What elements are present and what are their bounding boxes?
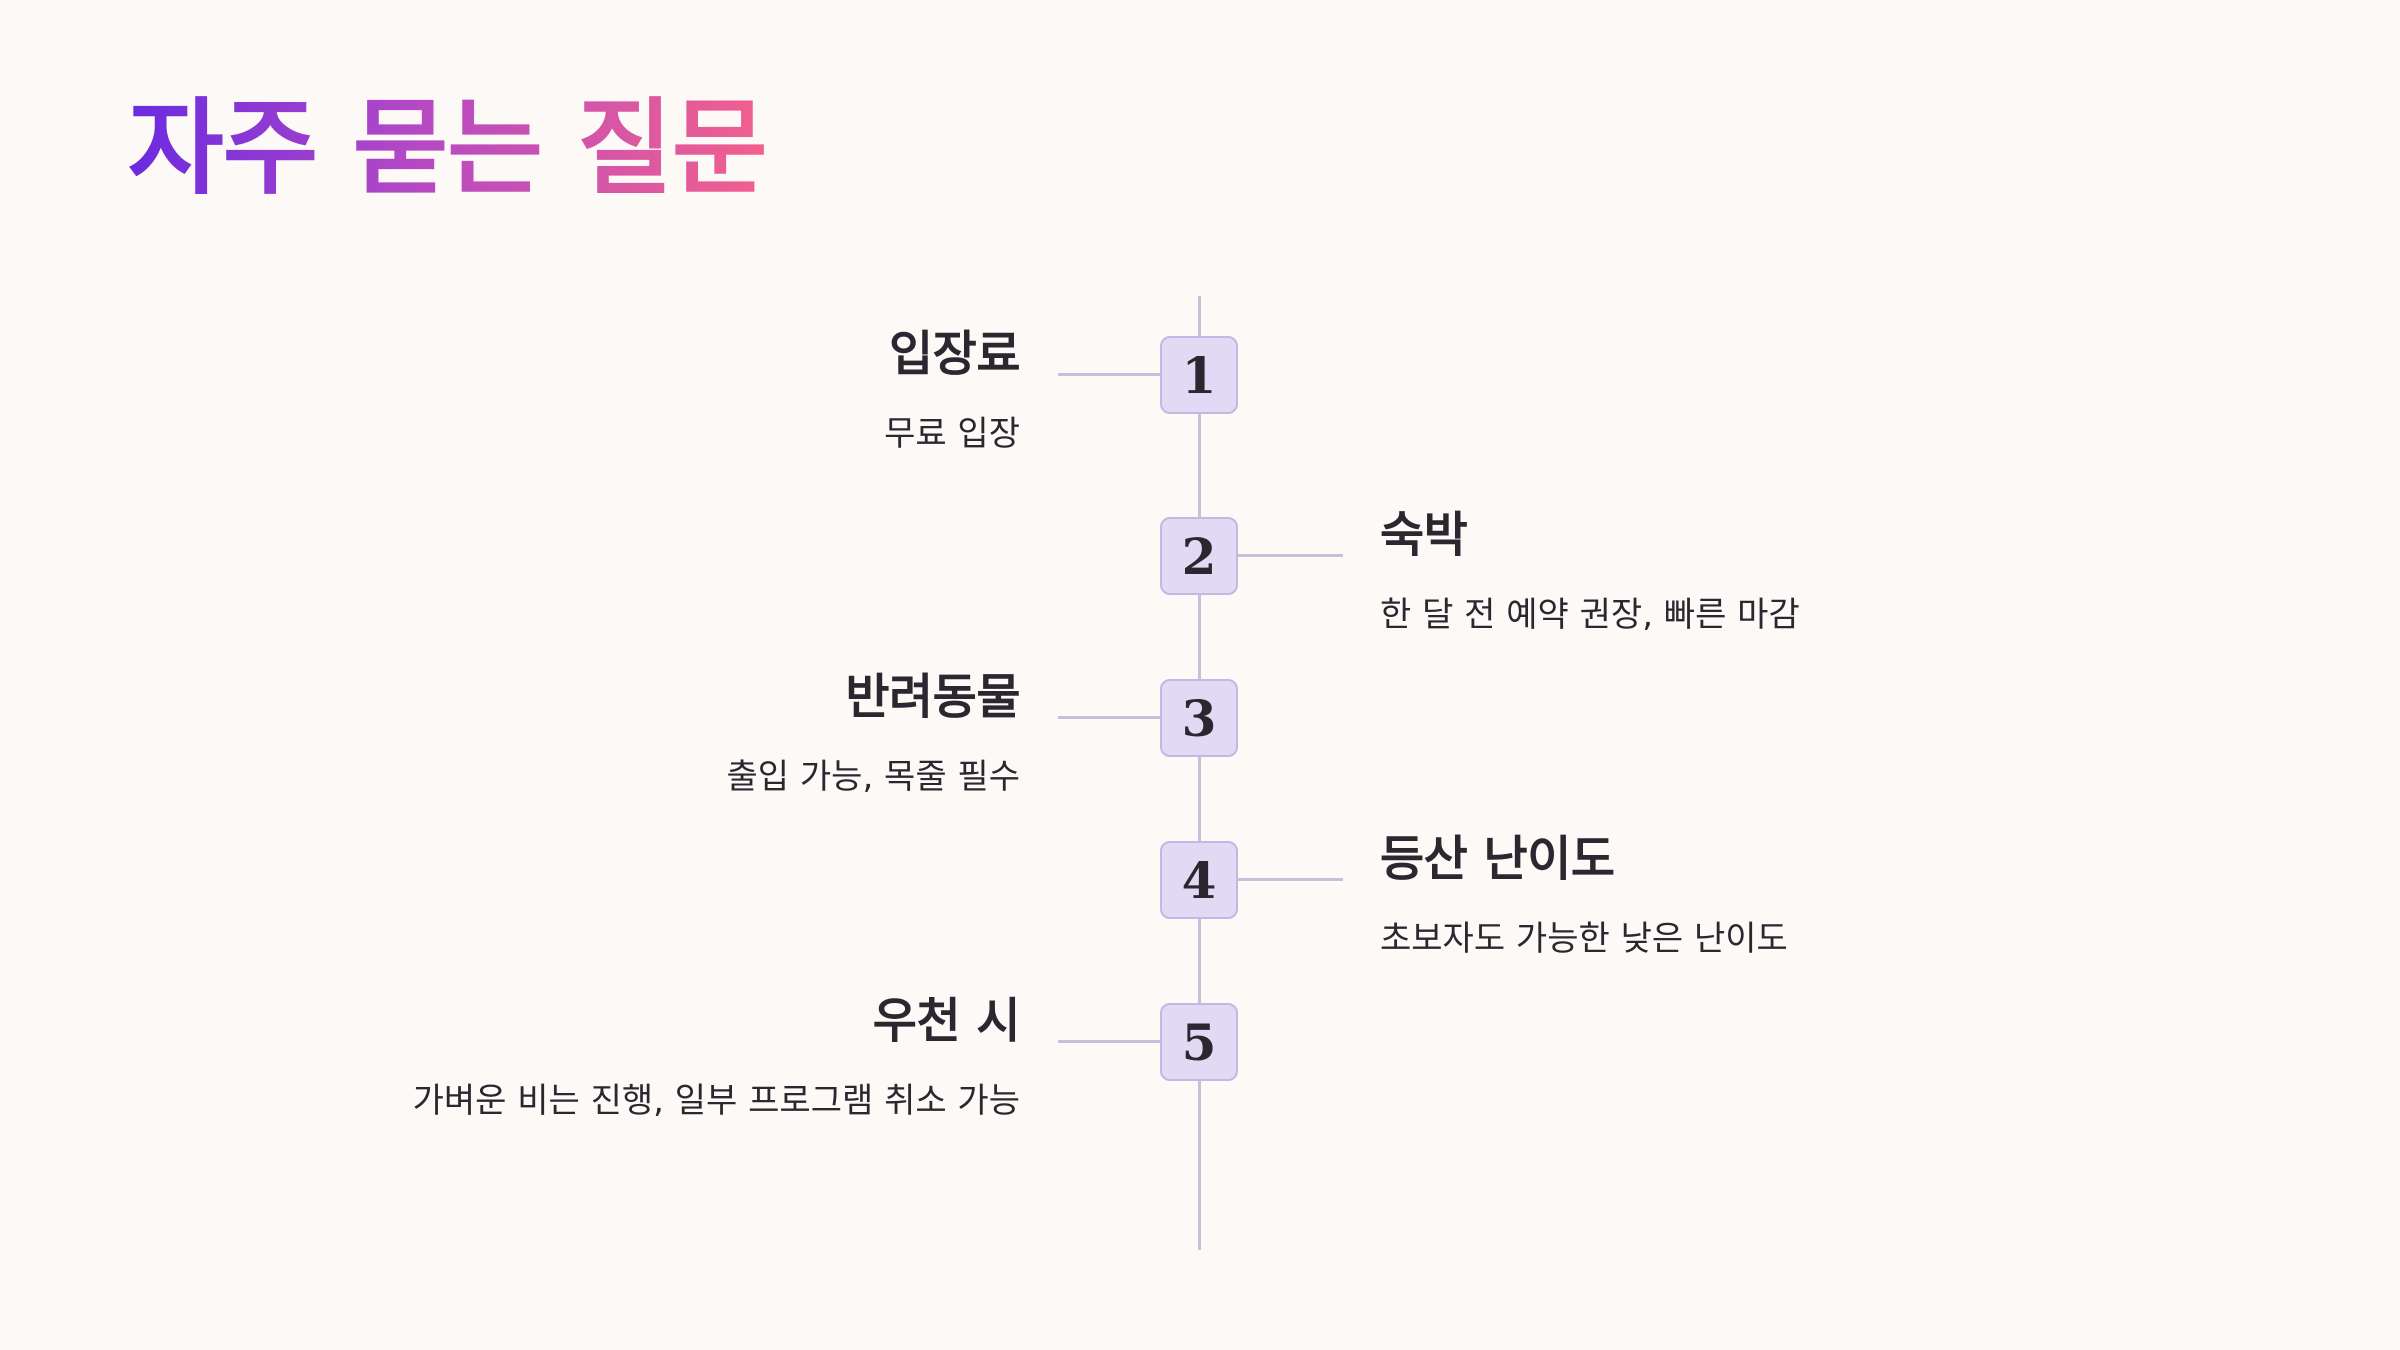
faq-item-description: 출입 가능, 목줄 필수 — [726, 757, 1020, 797]
faq-item-title: 우천 시 — [872, 993, 1021, 1049]
faq-item-lodging: 숙박 한 달 전 예약 권장, 빠른 마감 — [1380, 503, 2100, 639]
faq-item-admission: 입장료 무료 입장 — [300, 322, 1020, 458]
connector-1 — [1058, 373, 1163, 376]
connector-4 — [1238, 878, 1343, 881]
step-marker-1: 1 — [1160, 336, 1238, 414]
faq-item-title: 숙박 — [1380, 507, 1468, 563]
connector-5 — [1058, 1040, 1163, 1043]
faq-item-rain: 우천 시 가벼운 비는 진행, 일부 프로그램 취소 가능 — [300, 989, 1021, 1125]
step-marker-3: 3 — [1160, 679, 1238, 757]
faq-item-title: 입장료 — [889, 326, 1020, 382]
faq-item-pets: 반려동물 출입 가능, 목줄 필수 — [300, 665, 1021, 801]
faq-item-description: 한 달 전 예약 권장, 빠른 마감 — [1380, 595, 1800, 635]
step-marker-2: 2 — [1160, 517, 1238, 595]
step-marker-5: 5 — [1160, 1003, 1238, 1081]
faq-item-description: 초보자도 가능한 낮은 난이도 — [1380, 919, 1788, 959]
connector-3 — [1058, 716, 1163, 719]
faq-item-description: 무료 입장 — [884, 414, 1020, 454]
faq-item-title: 반려동물 — [845, 669, 1020, 725]
timeline-line — [1198, 296, 1201, 1250]
faq-item-title: 등산 난이도 — [1380, 831, 1615, 887]
connector-2 — [1238, 554, 1343, 557]
step-marker-4: 4 — [1160, 841, 1238, 919]
faq-item-difficulty: 등산 난이도 초보자도 가능한 낮은 난이도 — [1380, 827, 2100, 963]
page-title: 자주 묻는 질문 — [128, 87, 767, 209]
faq-item-description: 가벼운 비는 진행, 일부 프로그램 취소 가능 — [412, 1081, 1020, 1121]
